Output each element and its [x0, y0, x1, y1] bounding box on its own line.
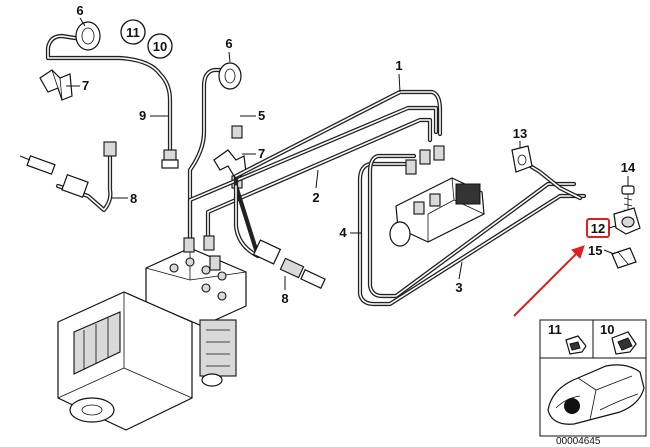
brake-pipe-5[interactable] [187, 67, 231, 253]
callout-12-highlighted[interactable]: 12 [586, 218, 617, 238]
callout-4: 4 [339, 225, 362, 240]
svg-text:8: 8 [130, 191, 137, 206]
callout-3: 3 [455, 261, 463, 295]
svg-text:11: 11 [126, 25, 140, 40]
svg-text:15: 15 [588, 243, 602, 258]
brake-hose-8-left[interactable] [19, 141, 117, 213]
svg-text:14: 14 [621, 160, 636, 175]
callout-13: 13 [513, 126, 527, 148]
svg-text:5: 5 [258, 108, 265, 123]
callout-8-left: 8 [112, 191, 137, 206]
callout-15: 15 [588, 243, 615, 258]
svg-text:4: 4 [339, 225, 347, 240]
callout-2: 2 [312, 169, 320, 205]
svg-text:8: 8 [281, 291, 288, 306]
clip-nut-15[interactable] [611, 247, 637, 269]
callout-6-top-left: 6 [76, 3, 86, 27]
diagram-id: 00004645 [556, 436, 601, 447]
callout-6-middle: 6 [225, 36, 233, 63]
brake-pipe-9[interactable] [45, 33, 173, 163]
callout-5: 5 [240, 108, 265, 123]
svg-text:13: 13 [513, 126, 527, 141]
pipe-fitting-9-lower[interactable] [161, 149, 179, 169]
brake-pipe-3[interactable] [367, 153, 577, 299]
svg-text:1: 1 [395, 58, 402, 73]
callout-8-center: 8 [281, 276, 289, 306]
brake-pipe-13[interactable] [521, 159, 583, 201]
brake-pipe-2[interactable] [187, 105, 439, 243]
hydraulic-unit-right[interactable] [389, 145, 485, 247]
abs-control-module[interactable] [57, 291, 237, 431]
grommet-6-top-left[interactable] [75, 21, 101, 51]
svg-text:7: 7 [258, 146, 265, 161]
callout-7-top-left: 7 [66, 78, 89, 93]
red-arrow-pointer [513, 245, 585, 317]
location-marker-icon [564, 398, 580, 414]
callout-9: 9 [139, 108, 168, 123]
svg-text:00004645: 00004645 [556, 436, 601, 447]
svg-text:3: 3 [455, 280, 462, 295]
svg-text:12: 12 [591, 221, 605, 236]
svg-text:6: 6 [76, 3, 83, 18]
svg-text:2: 2 [312, 190, 319, 205]
brake-hose-8-center[interactable] [252, 239, 326, 289]
callout-14: 14 [621, 160, 636, 186]
svg-text:10: 10 [600, 322, 614, 337]
inset-car-location [547, 364, 645, 425]
pipe-fitting-13[interactable] [511, 145, 533, 173]
circled-reference-11[interactable]: 11 [120, 19, 146, 45]
inset-part-10[interactable]: 10 [600, 322, 637, 355]
circled-reference-10[interactable]: 10 [147, 33, 173, 59]
svg-text:9: 9 [139, 108, 146, 123]
callout-1: 1 [395, 58, 403, 93]
callout-7-middle: 7 [242, 146, 265, 161]
brake-pipe-4[interactable] [357, 161, 587, 307]
svg-text:6: 6 [225, 36, 232, 51]
clip-7-top-left[interactable] [39, 69, 73, 101]
bracket-12[interactable] [613, 207, 641, 235]
grommet-6-middle[interactable] [218, 62, 242, 90]
inset-part-11[interactable]: 11 [548, 322, 587, 355]
svg-text:7: 7 [82, 78, 89, 93]
svg-text:10: 10 [153, 39, 167, 54]
svg-text:11: 11 [548, 322, 562, 337]
